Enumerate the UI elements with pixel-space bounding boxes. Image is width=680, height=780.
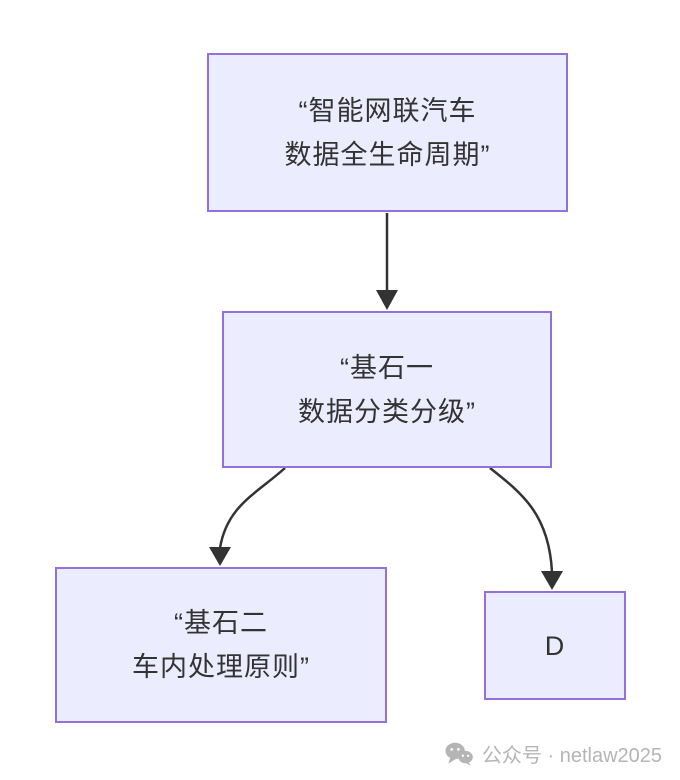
node-label-line: 数据全生命周期” xyxy=(284,139,491,170)
node-label-line: “智能网联汽车 xyxy=(298,95,477,126)
node-smart-connected-vehicle-lifecycle: “智能网联汽车 数据全生命周期” xyxy=(207,53,568,212)
node-label-line: D xyxy=(544,630,566,661)
edge-b-to-c-arrow xyxy=(209,467,286,566)
edge-a-to-b-arrow xyxy=(376,213,398,310)
watermark: 公众号 · netlaw2025 xyxy=(445,739,662,768)
watermark-label: 公众号 · netlaw2025 xyxy=(481,745,662,767)
node-label-line: 数据分类分级” xyxy=(298,396,476,427)
node-label-line: “基石一 xyxy=(340,352,434,383)
node-label-line: “基石二 xyxy=(174,608,268,638)
node-d: D xyxy=(484,591,626,700)
node-label-line: 车内处理原则” xyxy=(132,652,310,682)
node-cornerstone-1-data-classification: “基石一 数据分类分级” xyxy=(222,311,552,468)
node-cornerstone-2-in-vehicle-processing: “基石二 车内处理原则” xyxy=(55,567,387,723)
edge-b-to-d-arrow xyxy=(489,467,563,590)
wechat-icon xyxy=(445,742,473,766)
